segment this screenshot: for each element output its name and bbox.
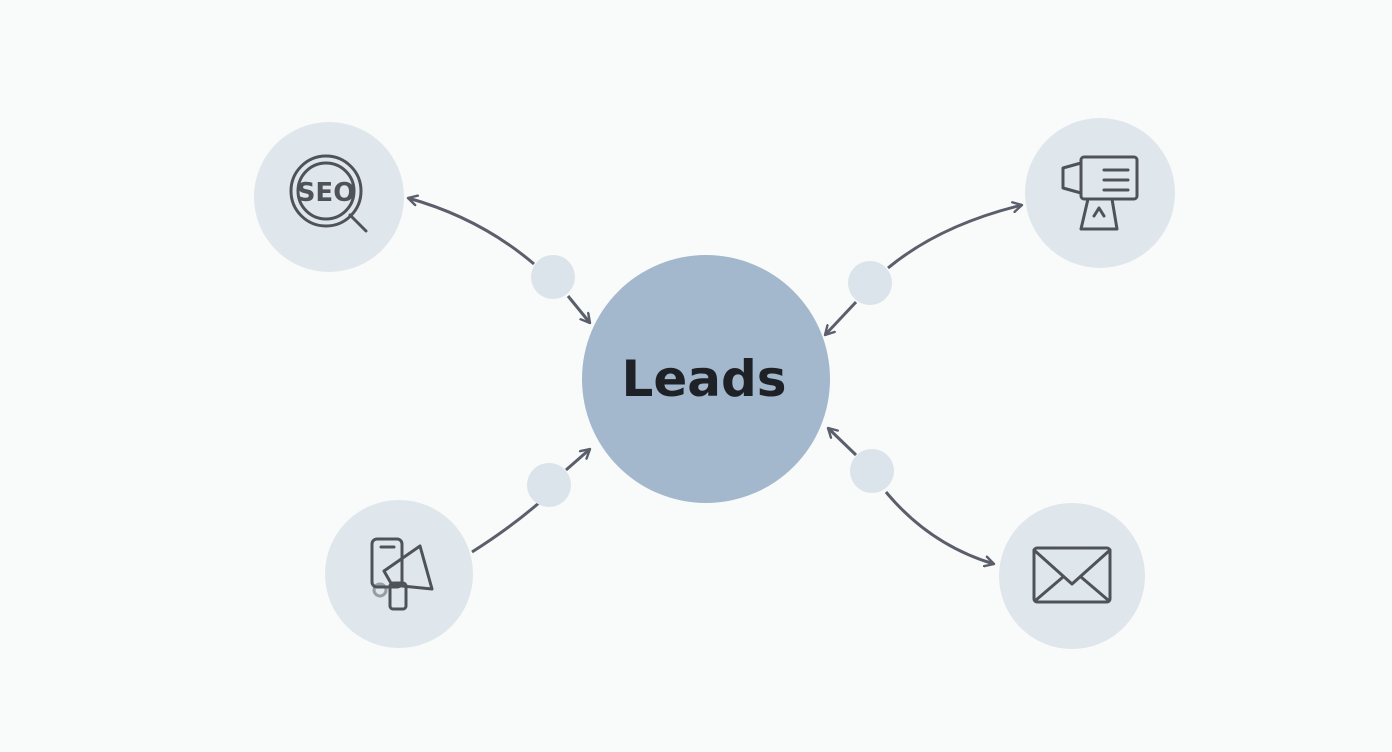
line-social-promotion-outer bbox=[471, 500, 541, 554]
arrow-content-outer bbox=[887, 205, 1022, 270]
channel-node-email-circle bbox=[999, 503, 1145, 649]
connector-content bbox=[825, 205, 1022, 335]
arrow-email-outer bbox=[884, 491, 994, 564]
junction-dot-email bbox=[850, 449, 894, 493]
channel-node-seo-circle bbox=[254, 122, 404, 272]
leads-hub-circle bbox=[582, 255, 830, 503]
connector-email bbox=[828, 428, 994, 564]
junction-dot-social-promotion bbox=[527, 463, 571, 507]
connector-seo bbox=[408, 198, 590, 323]
presentation-board-icon bbox=[1061, 155, 1139, 231]
junction-dot-seo bbox=[531, 255, 575, 299]
channel-node-social-promotion bbox=[325, 500, 473, 648]
arrow-content-inner bbox=[825, 300, 858, 335]
leads-hub: Leads bbox=[582, 255, 830, 503]
arrow-email-inner bbox=[828, 428, 858, 457]
envelope-icon bbox=[1032, 546, 1112, 604]
channel-node-content-circle bbox=[1025, 118, 1175, 268]
channel-node-seo: SEO bbox=[254, 122, 404, 272]
connector-social-promotion bbox=[471, 449, 590, 554]
channel-node-email bbox=[999, 503, 1145, 649]
arrow-seo-outer bbox=[408, 198, 535, 266]
seo-icon-text: SEO bbox=[297, 178, 356, 208]
arrow-seo-inner bbox=[566, 295, 590, 323]
arrow-social-promotion-inner bbox=[565, 449, 590, 472]
seo-magnifier-icon: SEO bbox=[289, 154, 368, 233]
leads-hub-label: Leads bbox=[621, 350, 786, 408]
junction-dot-content bbox=[848, 261, 892, 305]
channel-node-social-promotion-circle bbox=[325, 500, 473, 648]
phone-megaphone-icon bbox=[370, 537, 434, 611]
channel-node-content bbox=[1025, 118, 1175, 268]
